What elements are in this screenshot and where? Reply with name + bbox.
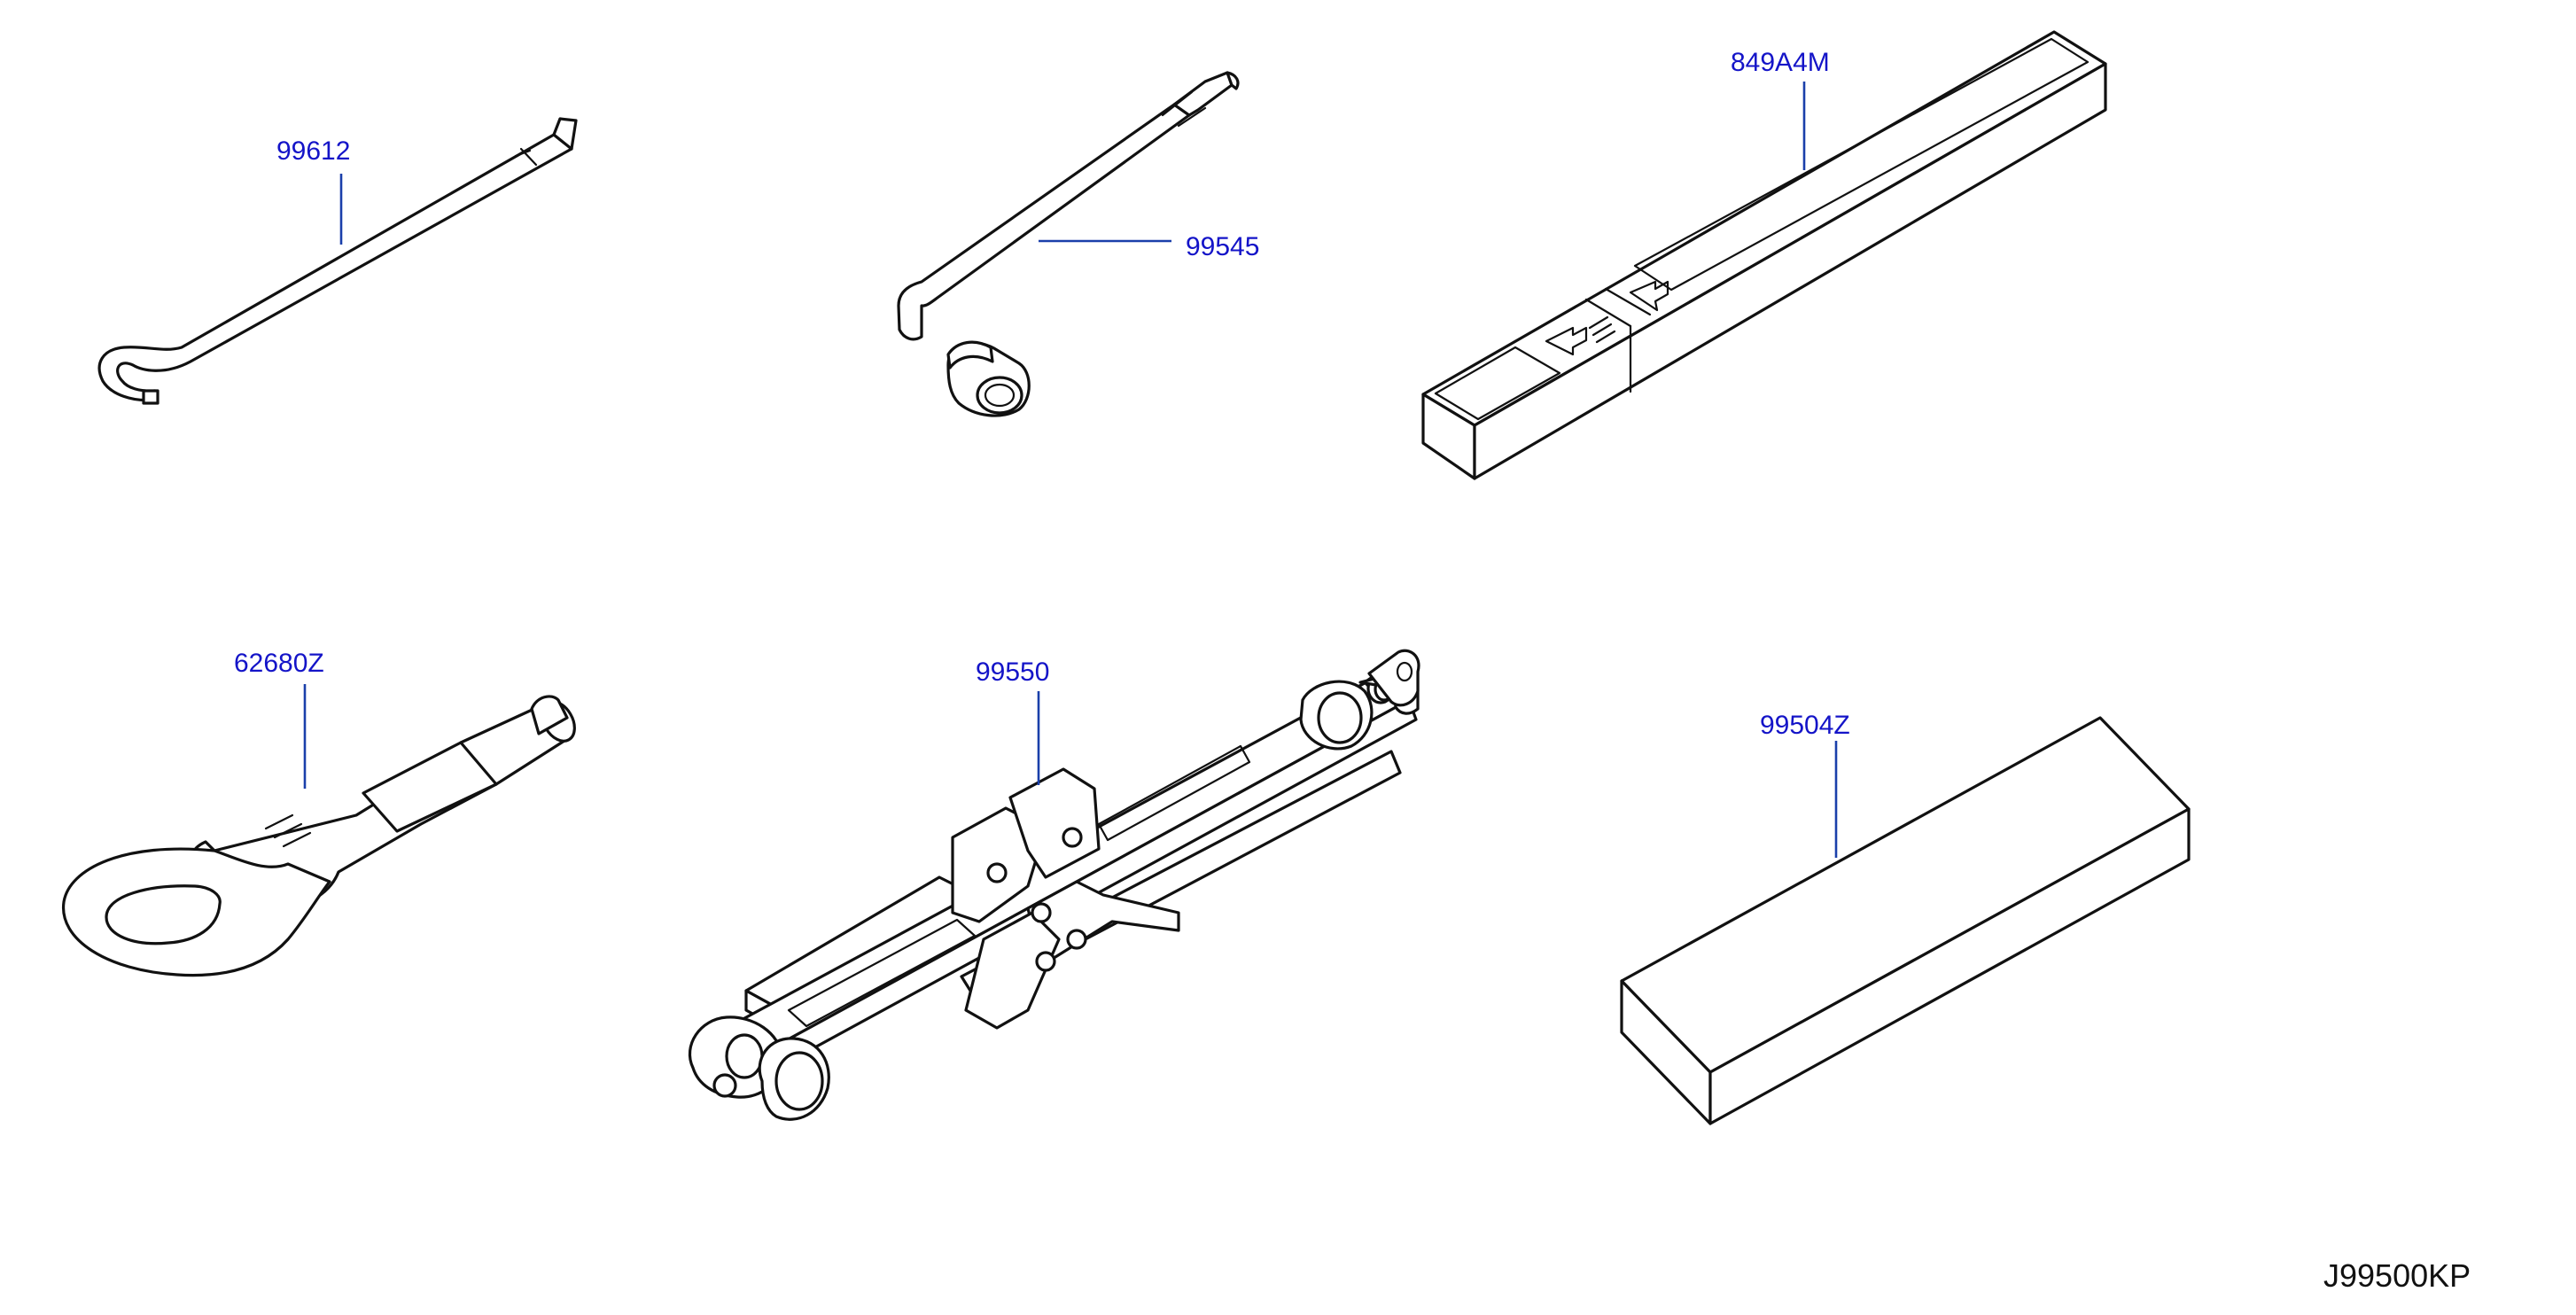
box-drawing [1620, 716, 2191, 1125]
part-number-99545: 99545 [1186, 232, 1259, 261]
part-number-99612: 99612 [276, 136, 350, 166]
hook-rod-drawing [97, 117, 578, 405]
diagram-code: J99500KP [2323, 1257, 2471, 1294]
part-number-99550: 99550 [976, 658, 1049, 687]
part-labels: 99612 99545 849A4M 62680Z 99550 99504Z J… [234, 48, 2471, 1294]
leader-lines [303, 82, 1838, 858]
tool-case-drawing [1421, 30, 2107, 480]
tow-hook-drawing [62, 695, 576, 977]
part-number-62680Z: 62680Z [234, 649, 324, 678]
part-number-99504Z: 99504Z [1760, 711, 1850, 740]
wheel-wrench-drawing [897, 71, 1240, 417]
jack-drawing [688, 649, 1420, 1121]
part-number-849A4M: 849A4M [1731, 48, 1830, 77]
